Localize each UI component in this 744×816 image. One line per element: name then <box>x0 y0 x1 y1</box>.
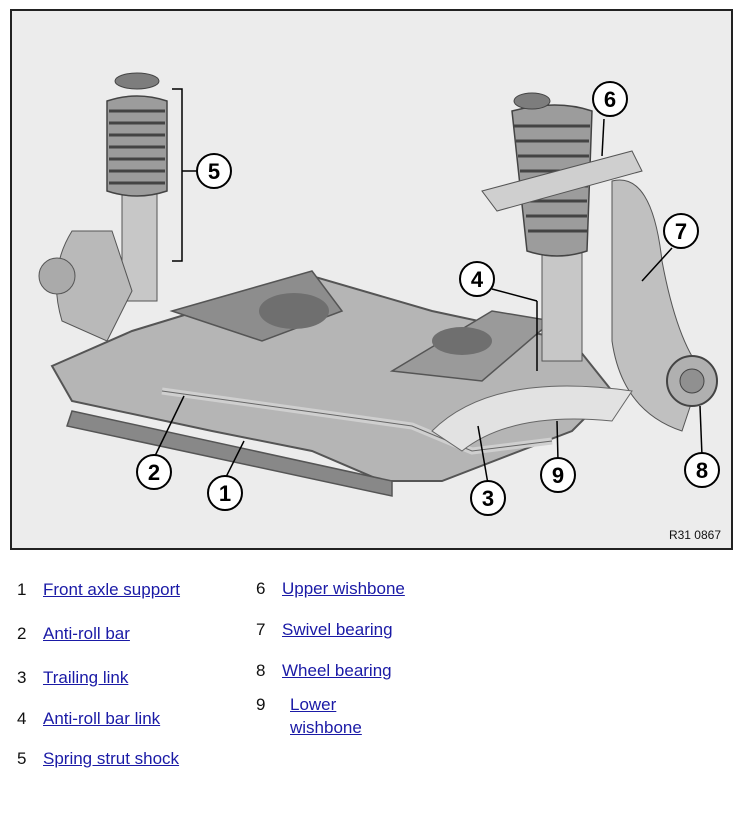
legend-link-swivel-bearing[interactable]: Swivel bearing <box>282 620 393 639</box>
callout-8-label: 8 <box>696 458 708 483</box>
callout-4-label: 4 <box>471 267 484 292</box>
callout-8: 8 <box>684 452 720 488</box>
legend-number-5: 5 <box>17 749 27 768</box>
callout-3: 3 <box>470 480 506 516</box>
legend-number-4: 4 <box>17 709 27 728</box>
suspension-illustration: 1 2 3 4 5 6 7 8 <box>38 72 720 516</box>
anti-roll-bar-shape <box>161 387 553 455</box>
callout-5: 5 <box>196 153 232 189</box>
legend-number-3: 3 <box>17 668 27 687</box>
legend-link-lower-wishbone[interactable]: Lower wishbone <box>290 695 362 737</box>
legend-link-spring-strut-shock[interactable]: Spring strut shock <box>43 749 180 768</box>
callout-2: 2 <box>136 454 172 490</box>
callout-2-label: 2 <box>148 460 160 485</box>
legend-number-2: 2 <box>17 624 27 643</box>
leader-lines <box>153 88 703 485</box>
front-axle-diagram: 1 2 3 4 5 6 7 8 <box>10 9 733 550</box>
callout-9: 9 <box>540 457 576 493</box>
callout-6-label: 6 <box>604 87 616 112</box>
legend-number-7: 7 <box>256 620 266 639</box>
callout-1-label: 1 <box>219 481 231 506</box>
legend-link-anti-roll-bar-link[interactable]: Anti-roll bar link <box>43 709 161 728</box>
legend-link-trailing-link[interactable]: Trailing link <box>43 668 129 687</box>
legend-number-1: 1 <box>17 580 27 599</box>
legend-link-front-axle-support[interactable]: Front axle support <box>43 580 181 599</box>
front-axle-support-shape <box>50 270 614 497</box>
left-spring-strut-shape <box>38 72 168 342</box>
legend-number-8: 8 <box>256 661 266 680</box>
callout-7-label: 7 <box>675 219 687 244</box>
callout-3-label: 3 <box>482 486 494 511</box>
legend-link-wheel-bearing[interactable]: Wheel bearing <box>282 661 392 680</box>
callout-6: 6 <box>592 81 628 117</box>
callout-5-label: 5 <box>208 159 220 184</box>
callout-9-label: 9 <box>552 463 564 488</box>
callout-1: 1 <box>207 475 243 511</box>
callout-4: 4 <box>459 261 495 297</box>
legend-link-anti-roll-bar[interactable]: Anti-roll bar <box>43 624 130 643</box>
legend-number-9: 9 <box>256 695 266 714</box>
legend-number-6: 6 <box>256 579 266 598</box>
legend-link-upper-wishbone[interactable]: Upper wishbone <box>282 579 405 598</box>
right-spring-strut-shape <box>431 92 718 452</box>
figure-code: R31 0867 <box>668 528 721 542</box>
callout-7: 7 <box>663 213 699 249</box>
